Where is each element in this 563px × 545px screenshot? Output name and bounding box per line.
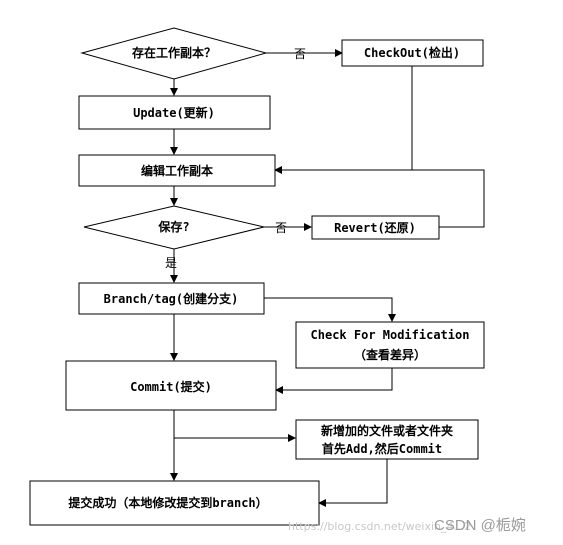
success-box: 提交成功（本地修改提交到branch） (29, 480, 320, 526)
check-modification-line1: Check For Modification (311, 328, 470, 342)
revert-label: Revert(还原) (334, 220, 416, 235)
edge-label-yes: 是 (165, 256, 177, 270)
edge-label-no-2: 否 (275, 221, 287, 235)
exists-decision: 存在工作副本？ (80, 27, 268, 80)
edge-label-no-1: 否 (294, 47, 306, 61)
commit-box: Commit(提交) (65, 360, 277, 411)
revert-box: Revert(还原) (311, 215, 440, 240)
save-decision-label: 保存? (157, 219, 189, 234)
branch-box: Branch/tag(创建分支) (78, 282, 265, 315)
new-file-line1: 新增加的文件或者文件夹 (321, 423, 453, 438)
edge-branch-to-checkmod (264, 297, 396, 322)
edge-checkmod-to-commit (275, 368, 393, 394)
edge-commit-to-newfile (173, 410, 296, 442)
update-box: Update(更新) (78, 95, 271, 130)
edge-newfile-to-success (318, 459, 388, 507)
edit-box: 编辑工作副本 (78, 154, 276, 187)
save-decision: 保存? (83, 205, 265, 250)
edge-revert-to-edit (412, 169, 485, 228)
checkout-label: CheckOut(检出) (364, 45, 460, 60)
check-modification-line2: （查看差异） (354, 347, 426, 362)
commit-label: Commit(提交) (130, 379, 212, 394)
check-modification-box: Check For Modification （查看差异） (295, 321, 485, 369)
exists-decision-label: 存在工作副本？ (131, 45, 216, 60)
watermark-brand: CSDN @栀婉 (434, 517, 526, 534)
success-label: 提交成功（本地修改提交到branch） (68, 495, 267, 510)
edit-label: 编辑工作副本 (140, 163, 213, 178)
new-file-box: 新增加的文件或者文件夹 首先Add,然后Commit (295, 419, 479, 460)
checkout-box: CheckOut(检出) (341, 39, 484, 67)
new-file-line2: 首先Add,然后Commit (322, 441, 442, 456)
update-label: Update(更新) (133, 105, 215, 120)
watermark-url: https://blog.csdn.net/weixin_4...2 (288, 520, 471, 533)
branch-label: Branch/tag(创建分支) (104, 291, 239, 306)
edge-checkout-to-edit (274, 66, 413, 174)
connectors (170, 49, 485, 507)
